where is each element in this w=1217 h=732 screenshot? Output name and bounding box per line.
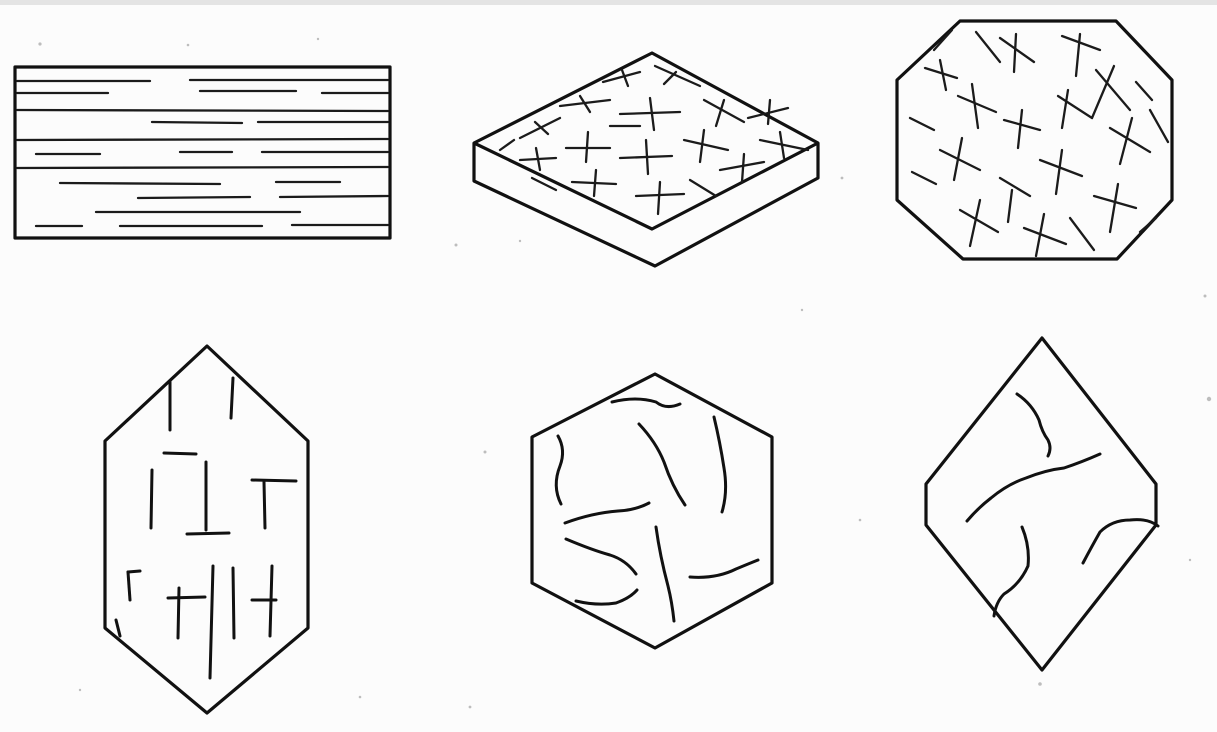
rhombus-sinuous-strokes: [967, 394, 1158, 616]
hexagon-curved-strokes: [556, 399, 758, 621]
rhombic-plate-crosses: [500, 66, 808, 214]
hexagon-outline: [532, 374, 772, 648]
octagon-crosses: [910, 30, 1168, 256]
rhombic-plate-shape: [474, 53, 818, 266]
rhombus-shape: [926, 338, 1158, 670]
elongated-hexagon-shape: [105, 346, 308, 713]
rectangle-lamellar-shape: [15, 67, 390, 238]
hexagon-shape: [532, 374, 772, 648]
octagon-shape: [897, 21, 1172, 259]
elongated-hexagon-strokes: [116, 378, 296, 678]
rhombus-outline: [926, 338, 1156, 670]
rectangle-lamellae: [17, 80, 388, 226]
